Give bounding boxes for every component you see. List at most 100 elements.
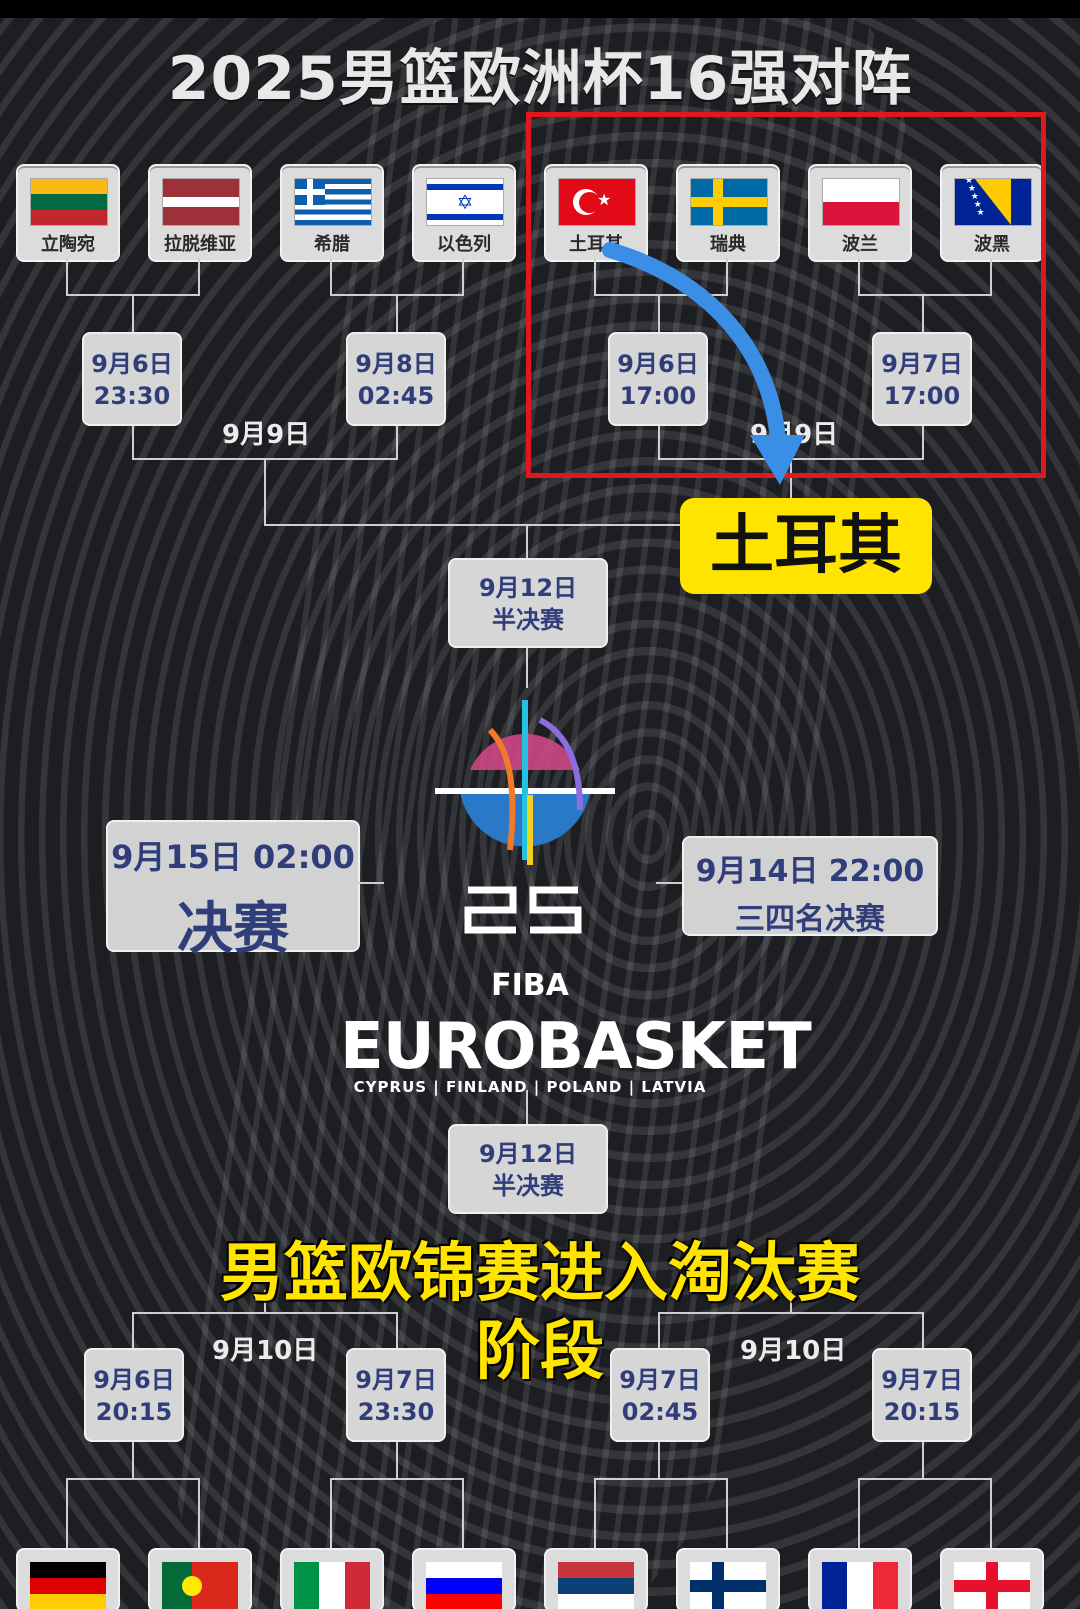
match-time: 02:45 [621,1398,699,1426]
team-card-finland [676,1548,780,1609]
semifinal-label: 半决赛 [492,1172,564,1200]
team-card-germany [16,1548,120,1609]
germany-flag-icon [30,1562,106,1609]
bracket-line [132,1312,134,1348]
bracket-line [264,460,266,526]
match-card-r16-4: 9月7日 17:00 [872,332,972,426]
team-name: 立陶宛 [41,234,95,255]
caption-line-2: 阶段 [476,1315,604,1389]
team-card-greece: 希腊 [280,164,384,262]
semifinal-label: 半决赛 [492,606,564,634]
bracket-line [396,426,398,460]
italy-flag-icon [294,1562,370,1609]
team-name: 拉脱维亚 [164,234,236,255]
slovenia-flag-icon [426,1562,502,1609]
team-card-slovenia [412,1548,516,1609]
team-card-israel: ✡ 以色列 [412,164,516,262]
final-datetime: 9月15日 02:00 [111,838,355,876]
bracket-line [264,524,792,526]
top-bar [0,0,1080,18]
final-card: 9月15日 02:00 决赛 [106,820,360,962]
team-name: 波黑 [974,234,1010,255]
third-place-label: 三四名决赛 [735,902,885,937]
bracket-line [656,882,682,884]
third-place-card: 9月14日 22:00 三四名决赛 [682,836,938,937]
match-time: 23:30 [357,1398,435,1426]
highlight-box [526,112,1046,478]
match-date: 9月8日 [355,350,437,378]
bracket-line [462,258,464,294]
bracket-line [198,1478,200,1548]
poland-flag-icon [822,178,900,226]
bracket-line [658,294,660,332]
bracket-line [330,1478,332,1548]
bracket-line [726,258,728,294]
lithuania-flag-icon [30,178,108,226]
match-date: 9月6日 [617,350,699,378]
match-date: 9月6日 [91,350,173,378]
georgia-flag-icon [954,1562,1030,1609]
match-card-r16-7: 9月7日 02:45 [610,1348,710,1442]
bracket-line [132,1312,398,1314]
team-card-lithuania: 立陶宛 [16,164,120,262]
bracket-line [132,294,134,332]
bracket-line [922,426,924,460]
page-title: 2025男篮欧洲杯16强对阵 [167,44,913,114]
match-time: 20:15 [95,1398,173,1426]
team-card-sweden: 瑞典 [676,164,780,262]
team-card-france [808,1548,912,1609]
bracket-line [658,1312,924,1314]
france-flag-icon [822,1562,898,1609]
bracket-line [922,1442,924,1480]
latvia-flag-icon [162,178,240,226]
team-name: 波兰 [842,234,878,255]
match-time: 17:00 [619,382,697,410]
bracket-line [594,258,596,294]
match-card-r16-8: 9月7日 20:15 [872,1348,972,1442]
finland-flag-icon [690,1562,766,1609]
year-25-icon [464,886,582,934]
bracket-line [132,1442,134,1480]
match-time: 17:00 [883,382,961,410]
team-card-latvia: 拉脱维亚 [148,164,252,262]
team-card-italy [280,1548,384,1609]
match-time: 02:45 [357,382,435,410]
bracket-line [790,460,792,526]
match-time: 23:30 [93,382,171,410]
bracket-line [66,258,68,294]
bracket-line [330,1478,464,1480]
match-card-r16-6: 9月7日 23:30 [346,1348,446,1442]
israel-flag-icon: ✡ [426,178,504,226]
bracket-line [526,524,528,558]
sweden-flag-icon [690,178,768,226]
team-card-turkey: ★ 土耳其 [544,164,648,262]
bracket-line [990,258,992,294]
team-card-poland: 波兰 [808,164,912,262]
greece-flag-icon [294,178,372,226]
arrow-icon [602,242,805,485]
portugal-flag-icon [162,1562,238,1609]
team-card-bosnia: ★ ★ ★ ★ ★ 波黑 [940,164,1044,262]
semifinal-card-bottom: 9月12日 半决赛 [448,1124,608,1214]
match-time: 20:15 [883,1398,961,1426]
bracket-line [990,1478,992,1548]
bracket-line [66,1478,200,1480]
bracket-line [264,1290,266,1314]
match-date: 9月7日 [881,1366,963,1394]
bracket-line [396,1442,398,1480]
eurobasket-ball-icon [435,700,615,865]
bracket-line [790,1290,792,1314]
match-card-r16-1: 9月6日 23:30 [82,332,182,426]
bracket-line [922,294,924,332]
quarterfinal-date-label: 9月10日 [212,1336,319,1366]
semifinal-date: 9月12日 [478,574,578,602]
bracket-line [132,458,398,460]
match-card-r16-2: 9月8日 02:45 [346,332,446,426]
semifinal-card-top: 9月12日 半决赛 [448,558,608,648]
bracket-line [526,1090,528,1126]
host-countries: CYPRUS | FINLAND | POLAND | LATVIA [353,1078,707,1096]
bracket-line [462,1478,464,1548]
serbia-flag-icon [558,1562,634,1609]
bracket-line [858,1478,860,1548]
